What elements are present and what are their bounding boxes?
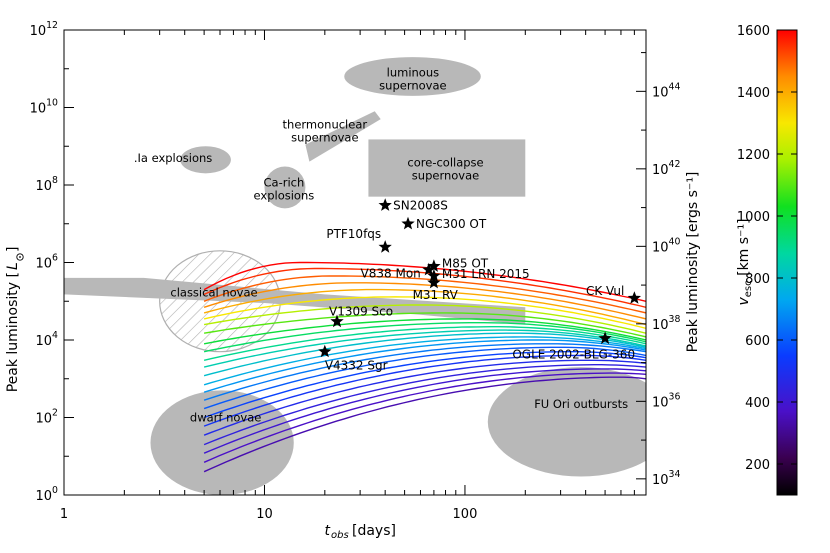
m31-lrn-2015-label: M31 LRN 2015 (442, 267, 530, 281)
y2-tick-label: 1034 (652, 469, 680, 488)
colorbar-tick-label: 1200 (737, 148, 770, 163)
svg-text:obs: obs (331, 530, 349, 541)
y2-axis-label: Peak luminosity [ergs s⁻¹] (685, 172, 701, 353)
model-track-4 (203, 282, 646, 320)
v4332-sgr-marker (318, 344, 332, 358)
model-track-8 (203, 312, 646, 338)
svg-text:L: L (5, 262, 21, 270)
colorbar-tick-label: 1000 (737, 210, 770, 225)
y2-tick-label: 1042 (652, 159, 680, 178)
colorbar-tick-label: 1600 (737, 24, 770, 39)
ptf10fqs-label: PTF10fqs (326, 227, 381, 241)
svg-text:vesc [km s⁻¹]: vesc [km s⁻¹] (736, 218, 754, 305)
colorbar-tick-label: 400 (745, 396, 770, 411)
ngc300-ot-marker (401, 216, 415, 230)
colorbar-label: vesc [km s⁻¹] (736, 218, 754, 305)
x-axis-label: t obs [days] (325, 523, 396, 541)
model-track-13 (203, 332, 646, 377)
svg-text:t: t (325, 523, 331, 539)
model-track-5 (203, 288, 646, 326)
v1309-sco-marker (330, 314, 344, 328)
v1309-sco-label: V1309 Sco (329, 305, 393, 319)
m85-ot-marker (427, 259, 441, 272)
sn2008s-label: SN2008S (393, 198, 448, 212)
y-tick-label: 104 (36, 330, 59, 349)
classical-novae-label: classical novae (170, 285, 257, 299)
x-tick-label: 1 (60, 507, 68, 522)
ck-vul-label: CK Vul (586, 284, 624, 298)
x-tick-label: 10 (256, 507, 273, 522)
dwarf-novae-label: dwarf novae (190, 411, 261, 425)
y2-tick-label: 1044 (652, 81, 680, 100)
model-track-21 (203, 364, 646, 446)
m31-lrn-2015-marker (427, 268, 441, 282)
model-track-24 (203, 376, 646, 473)
ogle-2002-blg-360-label: OGLE 2002-BLG-360 (512, 347, 635, 361)
ia-explosions-region (180, 146, 231, 174)
m31-rv-marker (427, 275, 441, 289)
svg-text:Peak luminosity [: Peak luminosity [ (5, 272, 21, 392)
m85-ot-label: M85 OT (442, 256, 489, 270)
luminous-supernovae-region (344, 57, 481, 96)
y-tick-label: 108 (36, 175, 59, 194)
y-axis-label: Peak luminosity [ L ] (5, 247, 24, 392)
colorbar-tick-label: 600 (745, 334, 770, 349)
y-tick-label: 1012 (30, 20, 58, 39)
colorbar (776, 29, 798, 496)
y2-tick-label: 1036 (652, 391, 680, 410)
y2-tick-label: 1038 (652, 314, 680, 333)
sn2008s-marker (378, 198, 392, 211)
colorbar-tick-label: 1400 (737, 86, 770, 101)
dwarf-novae-region (150, 390, 294, 495)
ngc300-ot-label: NGC300 OT (416, 217, 487, 231)
v838-mon-marker (422, 262, 436, 276)
model-track-22 (203, 368, 646, 454)
model-track-16 (203, 343, 646, 401)
model-track-12 (203, 329, 646, 368)
model-track-18 (203, 351, 646, 419)
ptf10fqs-marker (378, 240, 392, 253)
y-tick-label: 106 (36, 253, 59, 272)
svg-text:[days]: [days] (352, 523, 396, 539)
model-track-2 (203, 267, 646, 308)
model-track-9 (203, 318, 646, 345)
svg-text:Peak luminosity [ergs s⁻¹]: Peak luminosity [ergs s⁻¹] (685, 172, 701, 353)
model-track-19 (203, 354, 646, 427)
y-tick-label: 102 (36, 408, 59, 427)
model-track-20 (203, 359, 646, 436)
v838-mon-label: V838 Mon (361, 267, 421, 281)
ia-explosions-label: .Ia explosions (134, 151, 212, 165)
model-track-3 (203, 275, 646, 314)
colorbar-tick-label: 800 (745, 272, 770, 287)
core-collapse-supernovae-region (368, 139, 526, 197)
model-track-11 (203, 326, 646, 361)
colorbar-tick-label: 200 (745, 458, 770, 473)
v4332-sgr-label: V4332 Sgr (325, 359, 388, 373)
model-track-10 (203, 322, 646, 353)
y-tick-label: 100 (36, 485, 59, 504)
model-track-23 (203, 372, 646, 463)
svg-text:]: ] (5, 247, 21, 252)
m31-rv-label: M31 RV (413, 288, 459, 302)
model-track-7 (203, 304, 646, 334)
model-track-17 (203, 346, 646, 410)
ck-vul-marker (627, 291, 641, 304)
model-track-14 (203, 336, 646, 386)
x-tick-label: 100 (453, 507, 478, 522)
ogle-2002-blg-360-marker (598, 331, 612, 345)
fu-ori-outbursts-region (487, 367, 646, 477)
model-track-6 (203, 296, 646, 329)
y-tick-label: 1010 (30, 98, 58, 117)
model-track-15 (203, 339, 646, 393)
thermonuclear-supernovae-region (305, 111, 381, 162)
y2-tick-label: 1040 (652, 236, 680, 255)
ca-rich-explosions-region (264, 166, 306, 209)
fu-ori-outbursts-label: FU Ori outbursts (534, 397, 628, 411)
